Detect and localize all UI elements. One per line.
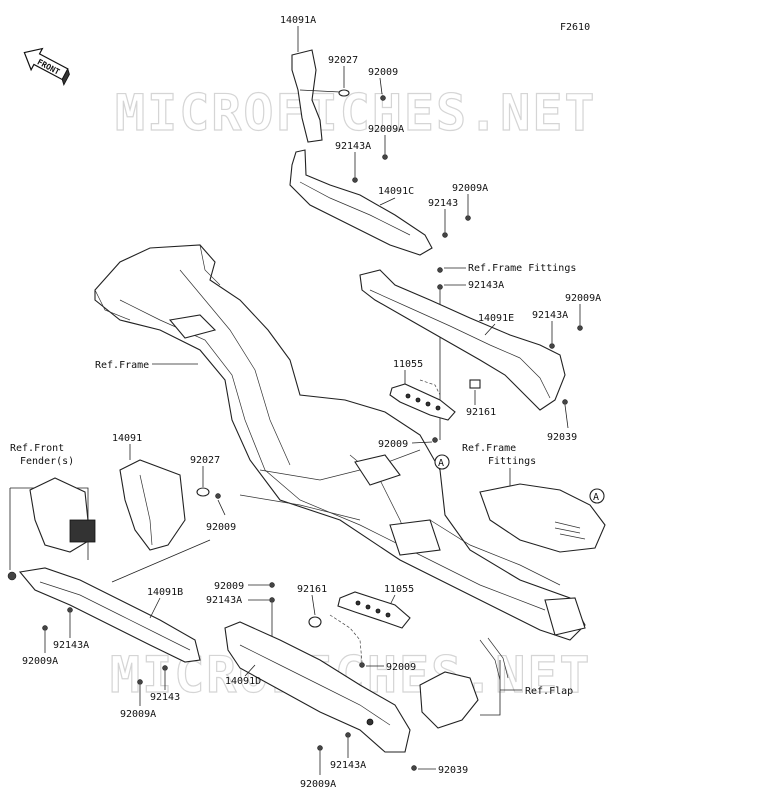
label-14091D: 14091D	[225, 676, 261, 687]
label-92009-low: 92009	[214, 581, 244, 592]
label-92143A-low: 92143A	[206, 595, 242, 606]
part-11055-top	[389, 383, 456, 421]
label-92039-bottom: 92039	[438, 765, 468, 776]
bolt-92009A-1	[382, 154, 388, 160]
label-92009A-2: 92009A	[452, 183, 488, 194]
label-92009-left: 92009	[206, 522, 236, 533]
nut-92143-low	[162, 665, 168, 671]
grommet-92161-low	[308, 616, 322, 628]
part-14091B	[18, 567, 201, 663]
label-14091C: 14091C	[378, 186, 414, 197]
part-14091	[119, 459, 186, 551]
label-92027-top: 92027	[328, 55, 358, 66]
figure-code: F2610	[560, 22, 590, 33]
label-14091E: 14091E	[478, 313, 514, 324]
bolt-92009-bottom	[359, 662, 365, 668]
label-92009A-3: 92009A	[565, 293, 601, 304]
label-92009-bottom: 92009	[386, 662, 416, 673]
bolt-92009A-low	[137, 679, 143, 685]
nut-92143A-low	[269, 597, 275, 603]
watermark-top: MICROFICHES.NET	[115, 84, 597, 142]
nut-92143A-bottom	[345, 732, 351, 738]
frame-assembly	[94, 244, 586, 641]
label-11055-top: 11055	[393, 359, 423, 370]
part-flap	[419, 671, 479, 729]
label-92143A-2: 92143A	[468, 280, 504, 291]
circle-ref-A-2	[589, 488, 605, 504]
bolt-92009-low	[269, 582, 275, 588]
circle-ref-A-2-label: A	[593, 492, 599, 503]
label-14091A: 14091A	[280, 15, 316, 26]
label-92143A-bottom: 92143A	[330, 760, 366, 771]
washer-92027-mid	[196, 487, 210, 497]
nut-92143A-left	[67, 607, 73, 613]
label-92009A-1: 92009A	[368, 124, 404, 135]
label-ref-frame-fittings-mid-1: Ref.Frame	[462, 443, 516, 454]
bolt-92009A-bottom	[317, 745, 323, 751]
label-92143A-1: 92143A	[335, 141, 371, 152]
label-92143A-3: 92143A	[532, 310, 568, 321]
cover-clip	[366, 718, 374, 726]
washer-92027-top	[338, 89, 350, 97]
label-14091: 14091	[112, 433, 142, 444]
part-14091C	[289, 149, 433, 256]
part-14091A	[291, 49, 323, 143]
label-92009A-low: 92009A	[120, 709, 156, 720]
part-14091E	[359, 269, 566, 411]
label-92161-low: 92161	[297, 584, 327, 595]
label-92143A-left: 92143A	[53, 640, 89, 651]
label-92039-top: 92039	[547, 432, 577, 443]
grommet-92161-top	[469, 379, 481, 389]
label-92009-top: 92009	[368, 67, 398, 78]
label-ref-frame: Ref.Frame	[95, 360, 149, 371]
label-ref-frame-fittings-mid-2: Fittings	[488, 456, 536, 467]
label-ref-front-fender-2: Fender(s)	[20, 456, 74, 467]
bolt-92009A-2	[465, 215, 471, 221]
nut-92143A-1	[352, 177, 358, 183]
label-92009A-left: 92009A	[22, 656, 58, 667]
bolt-92009-top	[380, 95, 386, 101]
front-arrow-icon: FRONT	[23, 47, 70, 86]
label-92027-mid: 92027	[190, 455, 220, 466]
label-92161-top: 92161	[466, 407, 496, 418]
bolt-92009A-3	[577, 325, 583, 331]
bolt-92009-left	[215, 493, 221, 499]
bolt-frame-fittings-top	[437, 267, 443, 273]
part-11055-low	[337, 591, 411, 629]
bolt-92039-bottom	[411, 765, 417, 771]
label-92009A-bottom: 92009A	[300, 779, 336, 790]
label-11055-low: 11055	[384, 584, 414, 595]
bolt-92009-mid	[432, 437, 438, 443]
bolt-92039-top	[562, 399, 568, 405]
fender-fastener	[7, 571, 17, 581]
label-14091B: 14091B	[147, 587, 183, 598]
circle-ref-A-1	[434, 454, 450, 470]
label-ref-frame-fittings-top: Ref.Frame Fittings	[468, 263, 576, 274]
label-ref-flap: Ref.Flap	[525, 686, 573, 697]
part-14091D	[224, 621, 411, 753]
fender-block	[69, 519, 96, 543]
nut-92143A-3	[549, 343, 555, 349]
label-92009-mid: 92009	[378, 439, 408, 450]
label-92143-1: 92143	[428, 198, 458, 209]
label-92143-low: 92143	[150, 692, 180, 703]
bolt-92009A-left	[42, 625, 48, 631]
label-ref-front-fender-1: Ref.Front	[10, 443, 64, 454]
nut-92143A-2	[437, 284, 443, 290]
nut-92143-1	[442, 232, 448, 238]
circle-ref-A-1-label: A	[438, 458, 444, 469]
part-floor-plate	[479, 483, 606, 553]
